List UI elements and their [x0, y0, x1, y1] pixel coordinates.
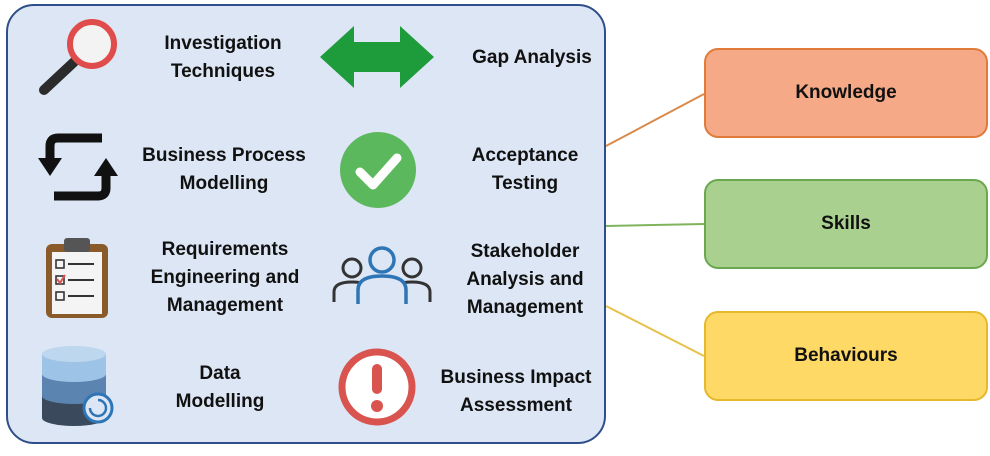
category-skills-label: Skills [821, 213, 871, 234]
connector-knowledge [605, 93, 705, 147]
checkmark-circle-icon [340, 132, 416, 208]
clipboard-checklist-icon [46, 238, 108, 318]
magnifier-icon [39, 19, 117, 95]
cycle-arrows-icon [38, 133, 118, 201]
connector-behaviours [605, 305, 705, 357]
exclamation-circle-icon [338, 348, 416, 426]
category-knowledge-label: Knowledge [795, 82, 897, 103]
category-knowledge: Knowledge [704, 48, 988, 138]
category-behaviours-label: Behaviours [794, 345, 898, 366]
category-behaviours: Behaviours [704, 311, 988, 401]
database-icon [42, 346, 114, 426]
skill-label-gap-analysis: Gap Analysis [472, 47, 592, 68]
double-arrow-icon [320, 26, 434, 88]
connector-skills [605, 223, 705, 227]
category-skills: Skills [704, 179, 988, 269]
people-group-icon [332, 246, 432, 304]
